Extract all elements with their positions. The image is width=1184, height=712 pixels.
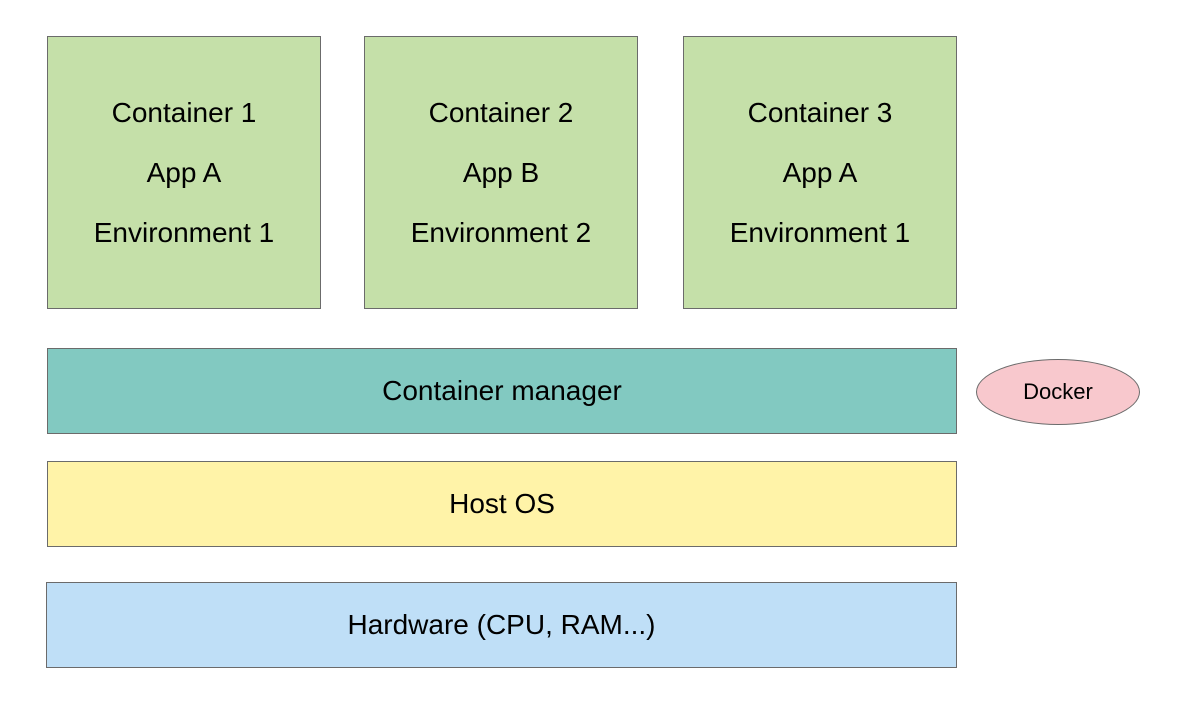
container-1-environment: Environment 1 <box>93 216 275 248</box>
docker-annotation: Docker <box>976 359 1140 425</box>
container-1-box: Container 1 App A Environment 1 <box>47 36 321 309</box>
container-2-box: Container 2 App B Environment 2 <box>364 36 638 309</box>
container-manager-layer: Container manager <box>47 348 957 434</box>
host-os-layer: Host OS <box>47 461 957 547</box>
docker-label: Docker <box>1023 379 1093 404</box>
container-2-name: Container 2 <box>428 96 574 128</box>
container-3-box: Container 3 App A Environment 1 <box>683 36 957 309</box>
container-manager-label: Container manager <box>382 375 622 406</box>
hardware-layer: Hardware (CPU, RAM...) <box>46 582 957 668</box>
container-3-environment: Environment 1 <box>729 216 911 248</box>
container-1-app: App A <box>146 156 222 188</box>
hardware-label: Hardware (CPU, RAM...) <box>347 609 656 640</box>
host-os-label: Host OS <box>449 488 555 519</box>
container-2-app: App B <box>462 156 540 188</box>
container-2-environment: Environment 2 <box>410 216 592 248</box>
container-3-app: App A <box>782 156 858 188</box>
container-1-name: Container 1 <box>111 96 257 128</box>
container-3-name: Container 3 <box>747 96 893 128</box>
